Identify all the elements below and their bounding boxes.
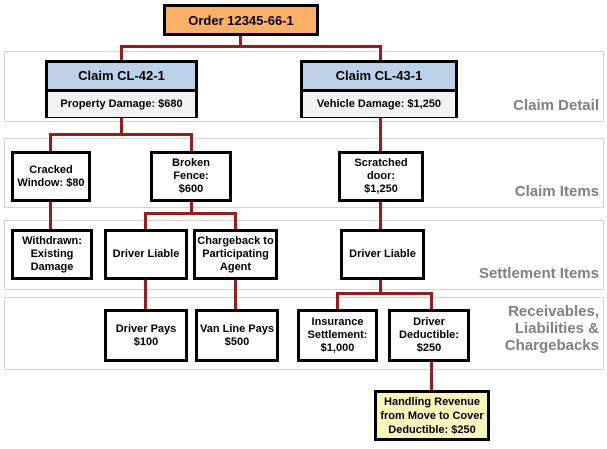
driver-pays-node[interactable]: Driver Pays $100 <box>104 309 188 362</box>
connector-scratched-door-to-driver-liable <box>379 202 382 230</box>
connector-claim42-to-broken-fence <box>190 133 193 152</box>
connector-driver-deductible-to-note <box>430 362 433 392</box>
connector-claim42-stem <box>120 118 123 136</box>
claim-cl-42-1-header: Claim CL-42-1 <box>48 63 195 92</box>
chargeback-participating-agent-node[interactable]: Chargeback to Participating Agent <box>193 229 278 280</box>
claim-cl-42-1-node[interactable]: Claim CL-42-1 Property Damage: $680 <box>45 60 198 118</box>
driver-pays-label: Driver Pays $100 <box>115 322 177 348</box>
connector-claim42-bus <box>49 133 193 136</box>
broken-fence-node[interactable]: Broken Fence: $600 <box>150 151 232 202</box>
band-label-claim-items: Claim Items <box>514 183 599 200</box>
insurance-settlement-label: Insurance Settlement: $1,000 <box>307 316 368 354</box>
cracked-window-label: Cracked Window: $80 <box>17 163 85 189</box>
order-node-label: Order 12345-66-1 <box>188 12 294 28</box>
van-line-pays-node[interactable]: Van Line Pays $500 <box>195 309 279 362</box>
withdrawn-existing-damage-label: Withdrawn: Existing Damage <box>22 235 82 273</box>
connector-driver-liable-right-bus <box>336 292 433 295</box>
connector-broken-fence-stem <box>190 202 193 214</box>
connector-claim42-to-cracked-window <box>49 133 52 152</box>
connector-broken-fence-to-chargeback <box>234 212 237 230</box>
handling-revenue-note-node[interactable]: Handling Revenue from Move to Cover Dedu… <box>374 390 490 441</box>
broken-fence-label: Broken Fence: $600 <box>172 157 210 195</box>
van-line-pays-label: Van Line Pays $500 <box>200 322 274 348</box>
connector-order-bus <box>120 45 382 48</box>
connector-to-driver-deductible <box>430 292 433 310</box>
handling-revenue-note-label: Handling Revenue from Move to Cover Dedu… <box>380 395 484 436</box>
cracked-window-node[interactable]: Cracked Window: $80 <box>11 151 91 202</box>
claim-cl-43-1-body: Vehicle Damage: $1,250 <box>303 92 455 117</box>
band-claim-items <box>4 138 604 208</box>
chargeback-participating-agent-label: Chargeback to Participating Agent <box>197 235 274 273</box>
connector-order-to-claim-43 <box>379 45 382 63</box>
driver-liable-left-node[interactable]: Driver Liable <box>104 229 188 280</box>
connector-broken-fence-to-driver-liable <box>144 212 147 230</box>
band-label-receivables: Receivables, Liabilities & Chargebacks <box>504 303 599 354</box>
claim-cl-43-1-header: Claim CL-43-1 <box>303 63 455 92</box>
connector-to-insurance-settlement <box>336 292 339 310</box>
connector-claim43-to-scratched-door <box>379 118 382 152</box>
band-label-settlement-items: Settlement Items <box>478 265 599 282</box>
driver-liable-left-label: Driver Liable <box>112 248 180 260</box>
driver-deductible-node[interactable]: Driver Deductible: $250 <box>388 309 470 362</box>
order-node[interactable]: Order 12345-66-1 <box>163 4 319 36</box>
driver-deductible-label: Driver Deductible: $250 <box>399 316 459 354</box>
driver-liable-right-node[interactable]: Driver Liable <box>340 229 425 280</box>
claim-cl-42-1-body: Property Damage: $680 <box>48 92 195 117</box>
scratched-door-label: Scratched door: $1,250 <box>354 157 408 195</box>
connector-chargeback-to-van-line-pays <box>234 280 237 310</box>
claim-cl-43-1-node[interactable]: Claim CL-43-1 Vehicle Damage: $1,250 <box>300 60 458 118</box>
connector-driver-liable-right-stem <box>379 280 382 294</box>
connector-driver-liable-to-driver-pays <box>144 280 147 310</box>
connector-order-to-claim-42 <box>120 45 123 63</box>
driver-liable-right-label: Driver Liable <box>349 248 416 260</box>
insurance-settlement-node[interactable]: Insurance Settlement: $1,000 <box>297 309 378 362</box>
connector-cracked-window-to-withdrawn <box>49 202 52 230</box>
band-label-claim-detail: Claim Detail <box>513 97 599 114</box>
connector-order-stem <box>239 35 242 47</box>
connector-broken-fence-bus <box>144 212 237 215</box>
scratched-door-node[interactable]: Scratched door: $1,250 <box>338 151 424 202</box>
withdrawn-existing-damage-node[interactable]: Withdrawn: Existing Damage <box>11 229 93 280</box>
